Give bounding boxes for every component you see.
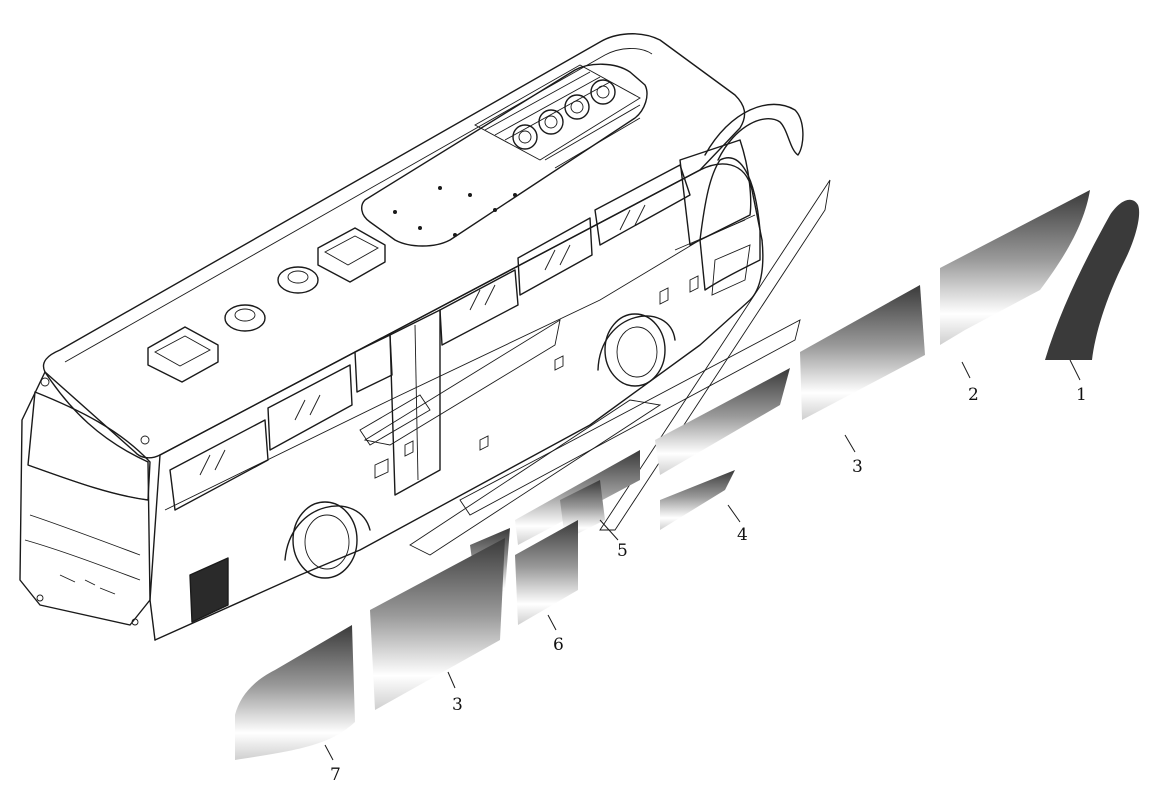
decal-outline-on-bus xyxy=(359,179,831,556)
roof-vent-1 xyxy=(224,304,266,332)
roof-outline xyxy=(42,33,746,459)
callout-4: 4 xyxy=(737,525,748,545)
callout-2: 2 xyxy=(968,385,979,405)
roof-ac-unit xyxy=(361,63,648,247)
side-skirt xyxy=(154,239,764,641)
roof-hatch-front xyxy=(317,227,386,283)
decal-part-6 xyxy=(515,520,578,625)
engine-grille xyxy=(189,557,229,623)
callout-7: 7 xyxy=(330,765,341,785)
rear-end xyxy=(19,371,151,626)
rear-wheel xyxy=(284,501,371,579)
callout-1: 1 xyxy=(1076,385,1087,405)
front-wheel xyxy=(597,313,676,387)
callout-3-upper: 3 xyxy=(852,457,863,477)
bus-body xyxy=(19,33,804,641)
decal-strips xyxy=(235,190,1140,760)
callout-6: 6 xyxy=(553,635,564,655)
front-windscreen xyxy=(699,157,761,291)
roof-vent-2 xyxy=(277,266,319,294)
roof-hatch-rear xyxy=(147,326,219,383)
callouts: 1 2 3 4 5 6 3 7 xyxy=(324,359,1087,785)
side-windows xyxy=(169,139,752,511)
decal-part-3-lower xyxy=(370,538,505,710)
decal-part-4 xyxy=(655,368,790,475)
rear-window xyxy=(27,391,151,501)
callout-5: 5 xyxy=(617,541,628,561)
decal-part-4-lower xyxy=(660,470,735,530)
callout-3-lower: 3 xyxy=(452,695,463,715)
decal-part-7 xyxy=(235,625,355,760)
decal-part-3-upper xyxy=(800,285,925,420)
side-mirror xyxy=(704,103,804,161)
entry-door xyxy=(389,309,441,496)
decal-part-1 xyxy=(1045,199,1140,360)
decal-part-2 xyxy=(940,190,1090,345)
